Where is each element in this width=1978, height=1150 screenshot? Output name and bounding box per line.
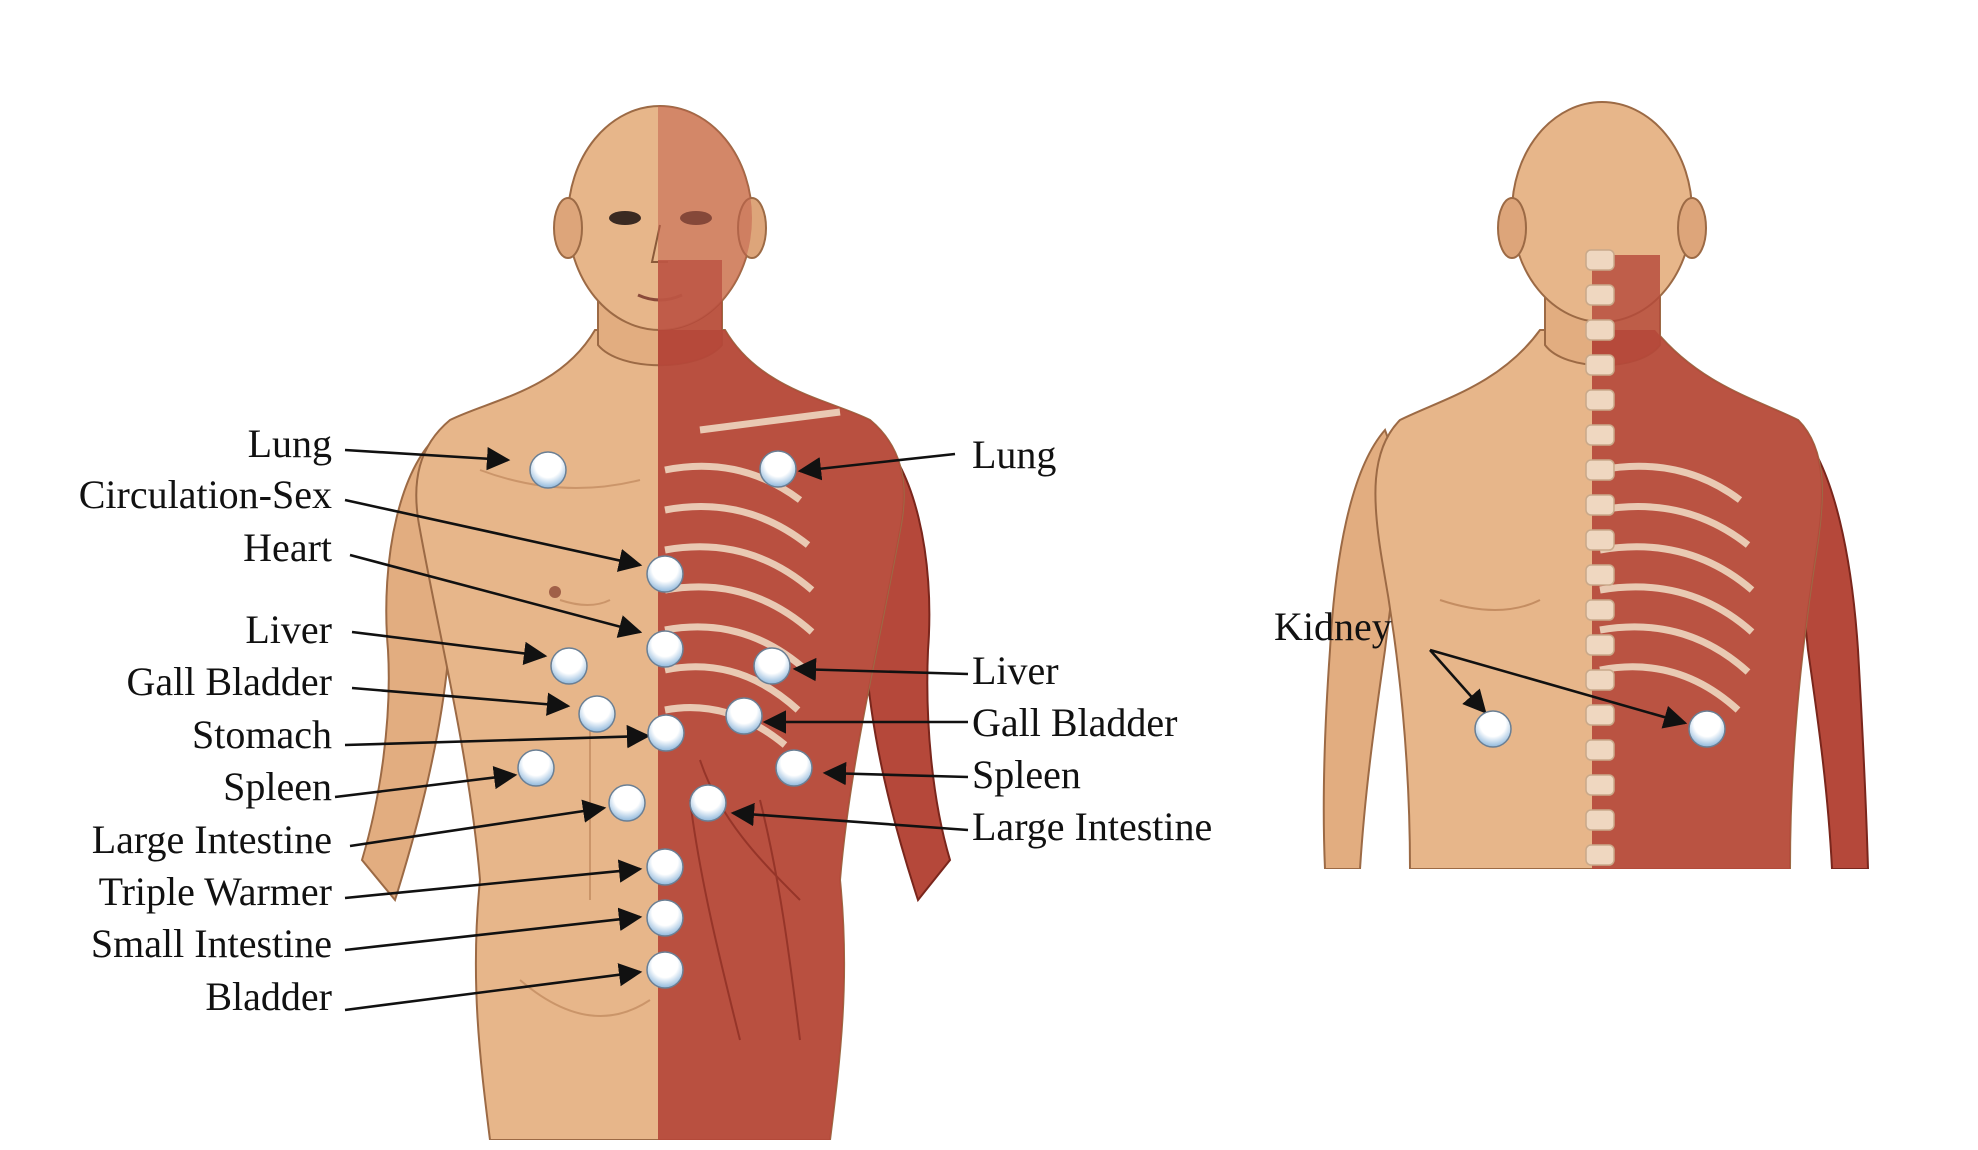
acupoint-markers: [517, 450, 1726, 989]
arrow-kidney-right: [1429, 648, 1688, 729]
label-spleen-right: Spleen: [972, 752, 1081, 797]
point-kidney-right: [1688, 710, 1726, 748]
label-gall-bladder-left: Gall Bladder: [127, 659, 333, 704]
label-heart: Heart: [243, 525, 332, 570]
arrow-liver-left: [351, 630, 548, 666]
back-spine: [1585, 249, 1615, 866]
front-anatomy-overlay: [658, 106, 904, 1140]
label-liver-right: Liver: [972, 648, 1059, 693]
back-body-figure: [1322, 101, 1870, 869]
back-right-ear: [1677, 197, 1707, 259]
point-small-intestine: [646, 899, 684, 937]
label-small-intestine: Small Intestine: [91, 921, 332, 966]
point-stomach: [647, 714, 685, 752]
back-skin-contour: [1439, 599, 1541, 611]
arrow-lung-right: [797, 452, 956, 481]
point-heart: [646, 630, 684, 668]
label-large-intestine-right: Large Intestine: [972, 804, 1212, 849]
arrow-layer: [334, 447, 1688, 1012]
front-left-ear: [553, 197, 583, 259]
label-triple-warmer: Triple Warmer: [99, 869, 332, 914]
arrow-kidney-left: [1429, 649, 1487, 714]
point-spleen-right: [775, 749, 813, 787]
label-lung-right: Lung: [972, 432, 1056, 477]
label-liver-left: Liver: [245, 607, 332, 652]
point-kidney-left: [1474, 710, 1512, 748]
label-large-intestine-left: Large Intestine: [92, 817, 332, 862]
arrow-liver-right: [792, 657, 969, 682]
point-spleen-left: [517, 749, 555, 787]
label-gall-bladder-right: Gall Bladder: [972, 700, 1178, 745]
arrow-spleen-left: [334, 765, 518, 799]
point-gall-bladder-left: [578, 695, 616, 733]
arrow-small-intestine: [344, 907, 643, 952]
arrow-large-intestine-left: [349, 799, 607, 848]
point-large-intestine-right: [689, 784, 727, 822]
point-liver-right: [753, 647, 791, 685]
point-lung-left: [529, 451, 567, 489]
front-left-labels: Lung Circulation-Sex Heart Liver Gall Bl…: [79, 421, 332, 1019]
label-circulation-sex: Circulation-Sex: [79, 472, 332, 517]
front-left-eye: [609, 211, 641, 225]
front-nipple: [549, 586, 561, 598]
point-large-intestine-left: [608, 784, 646, 822]
label-lung-left: Lung: [248, 421, 332, 466]
arrow-stomach: [344, 724, 651, 749]
arrow-gall-bladder-left: [351, 686, 571, 716]
point-bladder: [646, 951, 684, 989]
back-labels: Kidney: [1274, 604, 1392, 649]
label-stomach: Stomach: [192, 712, 332, 757]
arrow-bladder: [344, 963, 643, 1012]
label-spleen-left: Spleen: [223, 764, 332, 809]
label-bladder: Bladder: [205, 974, 332, 1019]
point-gall-bladder-right: [725, 697, 763, 735]
arrow-triple-warmer: [344, 859, 643, 900]
arrow-spleen-right: [822, 761, 969, 786]
back-left-ear: [1497, 197, 1527, 259]
point-circulation-sex: [646, 555, 684, 593]
point-liver-left: [550, 647, 588, 685]
point-triple-warmer: [646, 848, 684, 886]
arrow-circulation-sex: [344, 498, 643, 572]
arrow-heart: [349, 553, 643, 638]
point-lung-right: [759, 450, 797, 488]
front-right-labels: Lung Liver Gall Bladder Spleen Large Int…: [972, 432, 1212, 849]
label-kidney: Kidney: [1274, 604, 1392, 649]
arrow-large-intestine-right: [730, 802, 969, 832]
arrow-lung-left: [344, 447, 511, 471]
